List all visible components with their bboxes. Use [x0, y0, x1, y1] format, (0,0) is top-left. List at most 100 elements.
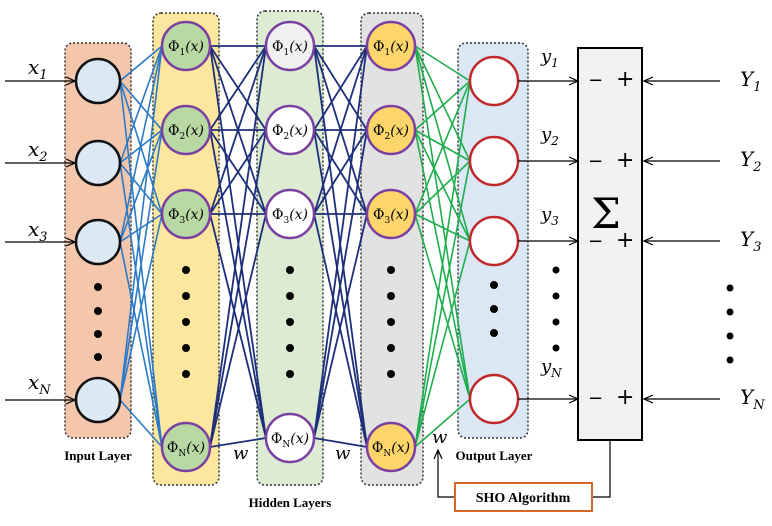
weight-label-2: w: [335, 443, 351, 464]
hidden-node-label: Φ2(x): [373, 123, 409, 142]
sho-algorithm-label: SHO Algorithm: [476, 491, 571, 506]
output-arrows: [518, 81, 578, 399]
summation-signs: − + − + − + − +: [588, 67, 634, 410]
ellipsis-dot: [286, 292, 294, 300]
hidden-layer-1-nodes: Φ1(x) Φ2(x) Φ3(x) ΦN(x): [160, 20, 212, 473]
output-label-2: y2: [540, 124, 559, 148]
ellipsis-dot: [182, 266, 190, 274]
svg-text:+: +: [616, 228, 634, 253]
input-label-2: x2: [28, 137, 48, 165]
ellipsis-dot: [94, 330, 102, 338]
hidden-output-edge: [414, 45, 471, 400]
hidden-node: [160, 20, 212, 72]
output-node: [468, 55, 520, 107]
ellipsis-dot: [182, 370, 190, 378]
hidden-output-edge: [414, 80, 471, 448]
hidden-hidden-edge: [313, 437, 368, 448]
svg-text:+: +: [616, 67, 634, 92]
svg-text:−: −: [588, 388, 603, 409]
hidden-node: [264, 188, 316, 240]
ellipsis-dot: [387, 370, 395, 378]
hidden-output-edge: [414, 160, 471, 448]
hidden-node: [365, 104, 417, 156]
hidden-hidden-edge: [313, 45, 368, 439]
input-node: [74, 218, 122, 266]
hidden-node-label: Φ3(x): [272, 207, 308, 226]
sho-feedback: [438, 440, 611, 498]
hidden-node: [264, 20, 316, 72]
output-ellipsis: [552, 266, 560, 352]
ellipsis-dot: [387, 344, 395, 352]
hidden-node: [160, 421, 212, 473]
input-hidden-edge: [119, 213, 163, 401]
hidden-hidden-edge: [313, 129, 368, 439]
hidden-layer-2-nodes: Φ1(x) Φ2(x) Φ3(x) ΦN(x): [264, 20, 316, 464]
input-hidden-edge: [119, 129, 163, 243]
input-hidden-edge: [119, 45, 163, 243]
ellipsis-dot: [94, 353, 102, 361]
ellipsis-dot: [286, 266, 294, 274]
output-node: [468, 373, 520, 425]
ellipsis-dot: [387, 292, 395, 300]
ellipsis-dot: [490, 305, 498, 313]
hidden-output-edge: [414, 240, 471, 448]
hidden-node-label: ΦN(x): [271, 431, 309, 450]
svg-text:+: +: [616, 385, 634, 410]
hidden-hidden-edge: [209, 437, 267, 448]
input-hidden-edge: [119, 162, 163, 215]
hidden-node: [264, 412, 316, 464]
hidden-node: [365, 20, 417, 72]
svg-text:+: +: [616, 148, 634, 173]
hidden-node: [264, 104, 316, 156]
ellipsis-dot: [490, 281, 498, 289]
output-label-1: y1: [540, 46, 559, 70]
target-label-3: Y3: [740, 227, 761, 255]
input-label-1: x1: [28, 55, 48, 83]
hidden-layer-3-panel: [360, 12, 424, 486]
input-layer-label: Input Layer: [64, 448, 132, 463]
hidden-layers-label: Hidden Layers: [249, 495, 332, 510]
hidden-node-label: Φ1(x): [168, 39, 204, 58]
input-hidden-edge: [119, 45, 163, 82]
hidden-node-label: Φ2(x): [272, 123, 308, 142]
output-nodes: [468, 55, 520, 425]
hidden-output-edge: [414, 398, 471, 448]
hidden-output-edge: [414, 80, 471, 131]
hidden-layer-3-nodes: Φ1(x) Φ2(x) Φ3(x) ΦN(x): [365, 20, 417, 473]
hidden-output-edge: [414, 45, 471, 82]
hidden-node: [365, 421, 417, 473]
hidden-node-label: Φ2(x): [168, 123, 204, 142]
hidden-hidden-edge: [209, 129, 267, 448]
hidden-node: [365, 188, 417, 240]
hidden-hidden-edge: [313, 129, 368, 215]
svg-text:−: −: [588, 151, 603, 172]
ellipsis-dot: [286, 318, 294, 326]
hidden-node-label: Φ3(x): [373, 207, 409, 226]
ellipsis-dot: [182, 318, 190, 326]
input-hidden-edge: [119, 399, 163, 448]
hidden-hidden-edge: [209, 45, 267, 448]
weight-label-1: w: [233, 443, 249, 464]
output-label-n: yN: [540, 356, 562, 380]
target-arrows: [644, 81, 720, 399]
ellipsis-dot: [286, 370, 294, 378]
hidden-hidden-edge: [313, 45, 368, 131]
svg-text:−: −: [588, 70, 603, 91]
hidden-node: [160, 188, 212, 240]
hidden-hidden-edge: [313, 213, 368, 439]
hidden-hidden-edge: [209, 45, 267, 215]
ellipsis-dot: [94, 307, 102, 315]
input-hidden-edge: [119, 129, 163, 401]
input-hidden-edge: [119, 45, 163, 401]
input-node: [74, 139, 122, 187]
input-nodes: [74, 57, 122, 424]
summation-box: [577, 47, 643, 441]
input-node: [74, 57, 122, 105]
connection-lines: [119, 45, 471, 448]
input-arrows: [5, 81, 75, 400]
ellipsis-dot: [94, 283, 102, 291]
ellipsis-dot: [182, 292, 190, 300]
hidden-output-edge: [414, 80, 471, 215]
hidden-hidden-edge: [209, 213, 267, 439]
input-label-n: xN: [28, 370, 51, 398]
